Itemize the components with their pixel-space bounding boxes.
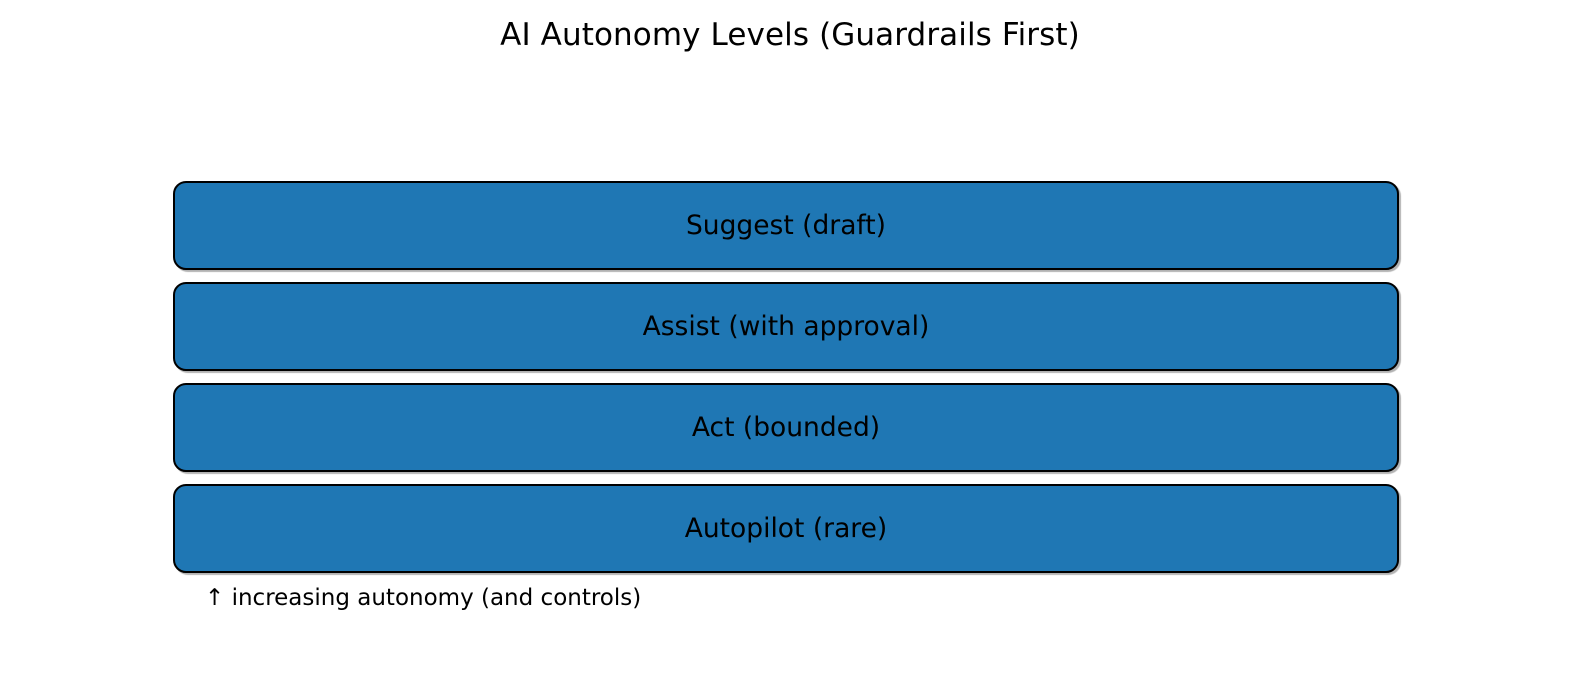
- level-bar-label: Act (bounded): [691, 411, 881, 443]
- autonomy-levels-ladder: Suggest (draft) Assist (with approval) A…: [173, 181, 1399, 573]
- level-bar-label: Autopilot (rare): [684, 512, 888, 544]
- level-bar-autopilot[interactable]: Autopilot (rare): [173, 484, 1399, 573]
- page-title: AI Autonomy Levels (Guardrails First): [500, 17, 1080, 53]
- level-bar-suggest[interactable]: Suggest (draft): [173, 181, 1399, 270]
- level-bar-assist[interactable]: Assist (with approval): [173, 282, 1399, 371]
- level-bar-label: Assist (with approval): [642, 310, 930, 342]
- level-bar-act[interactable]: Act (bounded): [173, 383, 1399, 472]
- level-bar-label: Suggest (draft): [685, 209, 887, 241]
- axis-caption: ↑ increasing autonomy (and controls): [205, 585, 642, 611]
